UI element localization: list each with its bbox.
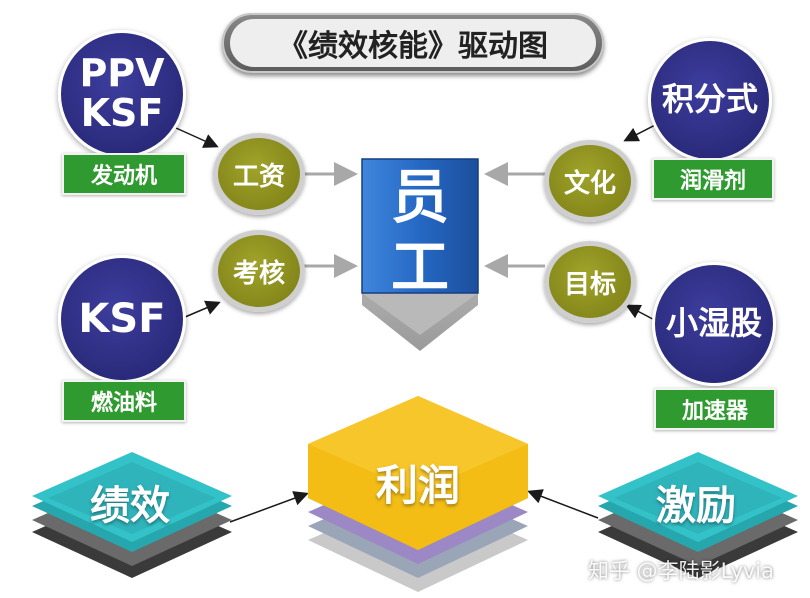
incentive-label: 激励 bbox=[656, 483, 736, 529]
arrow-performance-to-profit bbox=[229, 491, 309, 523]
employee-char-2: 工 bbox=[390, 233, 449, 301]
points-label: 积分式 bbox=[661, 80, 758, 119]
culture-node: 文化 bbox=[544, 140, 636, 222]
engine-tag: 发动机 bbox=[62, 153, 186, 195]
watermark: 知乎 @李陆影Lyvia bbox=[588, 559, 775, 583]
employee-char-1: 员 bbox=[390, 163, 449, 231]
equity-circle: 小湿股 bbox=[652, 262, 776, 386]
title-pill: 《绩效核能》驱动图 bbox=[222, 13, 604, 73]
diagram-title: 《绩效核能》驱动图 bbox=[230, 19, 596, 67]
target-node: 目标 bbox=[544, 241, 636, 323]
lubricant-tag: 润滑剂 bbox=[652, 158, 774, 200]
arrow-ppv-to-wage bbox=[175, 127, 219, 148]
profit-label: 利润 bbox=[375, 460, 460, 510]
assessment-node: 考核 bbox=[213, 230, 305, 312]
ppv-ksf-circle: PPV KSF bbox=[58, 30, 186, 158]
profit-tile bbox=[308, 396, 528, 592]
ksf-label-top: KSF bbox=[80, 91, 164, 135]
accelerator-tag: 加速器 bbox=[654, 388, 776, 430]
ksf-circle: KSF bbox=[58, 255, 186, 383]
points-circle: 积分式 bbox=[648, 38, 772, 162]
performance-label: 绩效 bbox=[90, 483, 170, 529]
fuel-tag: 燃油料 bbox=[62, 380, 186, 422]
performance-tile bbox=[32, 452, 232, 578]
incentive-tile bbox=[598, 452, 798, 578]
employee-shape bbox=[361, 158, 479, 351]
equity-label: 小湿股 bbox=[665, 304, 762, 343]
ppv-label: PPV bbox=[79, 51, 165, 96]
ksf-label-bottom: KSF bbox=[78, 296, 166, 342]
employee-label: 员 工 bbox=[360, 162, 480, 302]
arrow-incentive-to-profit bbox=[527, 489, 599, 519]
wage-node: 工资 bbox=[213, 133, 305, 215]
